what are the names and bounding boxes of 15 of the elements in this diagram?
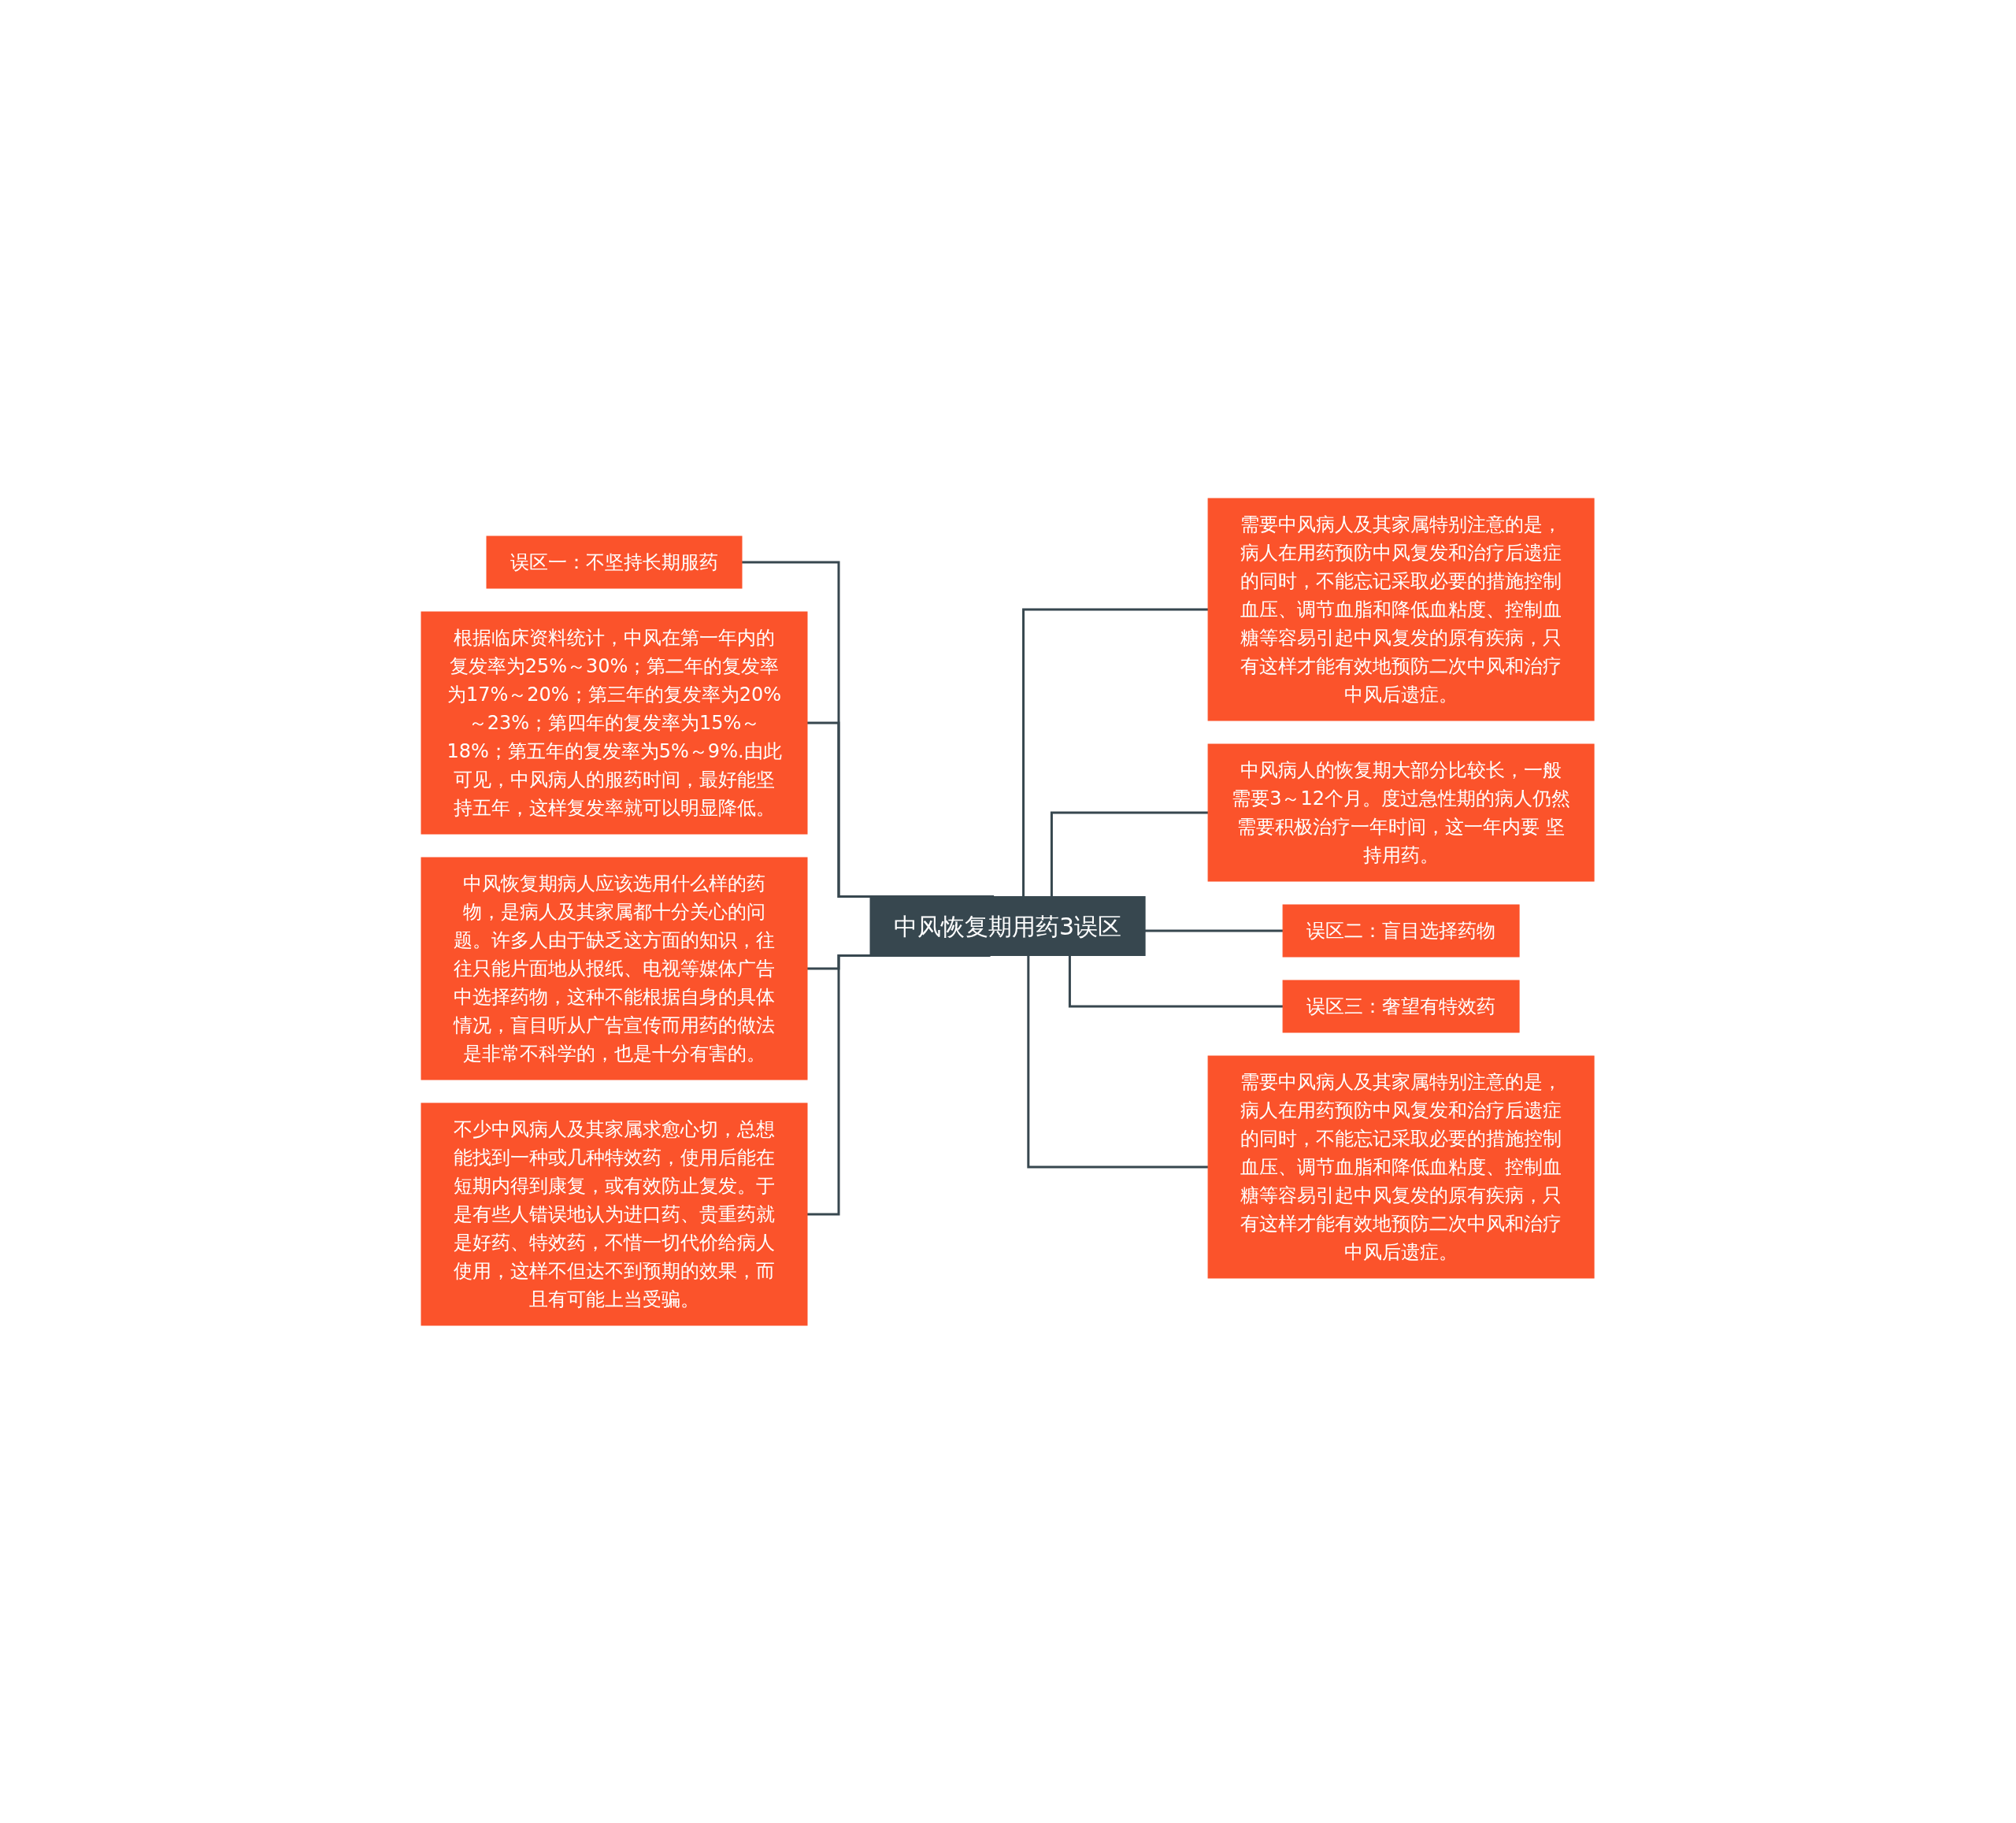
node-box: 误区二：盲目选择药物	[1283, 904, 1521, 957]
connector	[1144, 928, 1284, 932]
connector	[1027, 955, 1209, 1168]
node-box: 中风恢复期用药3误区	[869, 895, 1147, 956]
node-box: 中风恢复期病人应该选用什么样的药物，是病人及其家属都十分关心的问题。许多人由于缺乏这方面的知识，往往只能片面地从报纸、电视等媒体广告中选择药物，这种不能根据自身的具体情况，盲目听从广告宣传而用药的做法是非常不科学的，也是十分有害的。	[421, 857, 808, 1080]
node-box: 根据临床资料统计，中风在第一年内的复发率为25%～30%；第二年的复发率为17%～20%；第三年的复发率为20%～23%；第四年的复发率为15%～18%；第五年的复发率为5%～9%.由此可见，中风病人的服药时间，最好能坚持五年，这样复发率就可以明显降低。	[421, 611, 808, 834]
node-box: 需要中风病人及其家属特别注意的是，病人在用药预防中风复发和治疗后遗症的同时，不能忘记采取必要的措施控制血压、调节血脂和降低血粘度、控制血糖等容易引起中风复发的原有疾病，只有这样才能有效地预防二次中风和治疗中风后遗症。	[1208, 498, 1595, 721]
node-box: 需要中风病人及其家属特别注意的是，病人在用药预防中风复发和治疗后遗症的同时，不能忘记采取必要的措施控制血压、调节血脂和降低血粘度、控制血糖等容易引起中风复发的原有疾病，只有这样才能有效地预防二次中风和治疗中风后遗症。	[1208, 1055, 1595, 1278]
connector	[1069, 955, 1284, 1007]
node-box: 误区一：不坚持长期服药	[486, 535, 743, 588]
connector	[1051, 811, 1209, 896]
node-box: 误区三：奢望有特效药	[1283, 980, 1521, 1032]
node-box: 中风病人的恢复期大部分比较长，一般需要3～12个月。度过急性期的病人仍然需要积极治疗一年时间，这一年内要 坚持用药。	[1208, 743, 1595, 881]
node-box: 不少中风病人及其家属求愈心切，总想能找到一种或几种特效药，使用后能在短期内得到康复，或有效防止复发。于是有些人错误地认为进口药、贵重药就是好药、特效药，不惜一切代价给病人使用，这样不但达不到预期的效果，而且有可能上当受骗。	[421, 1102, 808, 1325]
connector	[1022, 608, 1209, 896]
